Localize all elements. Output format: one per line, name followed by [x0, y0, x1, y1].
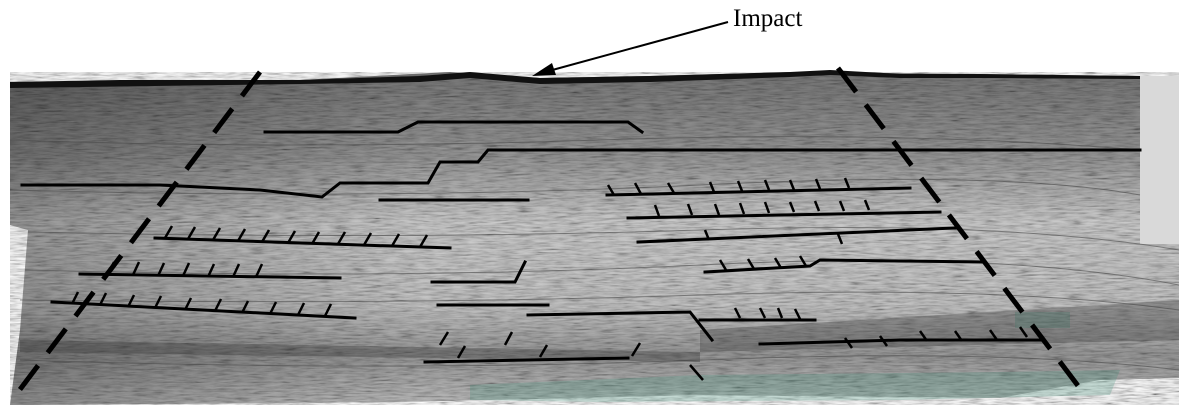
impact-arrow — [532, 22, 728, 76]
impact-label: Impact — [733, 6, 802, 31]
